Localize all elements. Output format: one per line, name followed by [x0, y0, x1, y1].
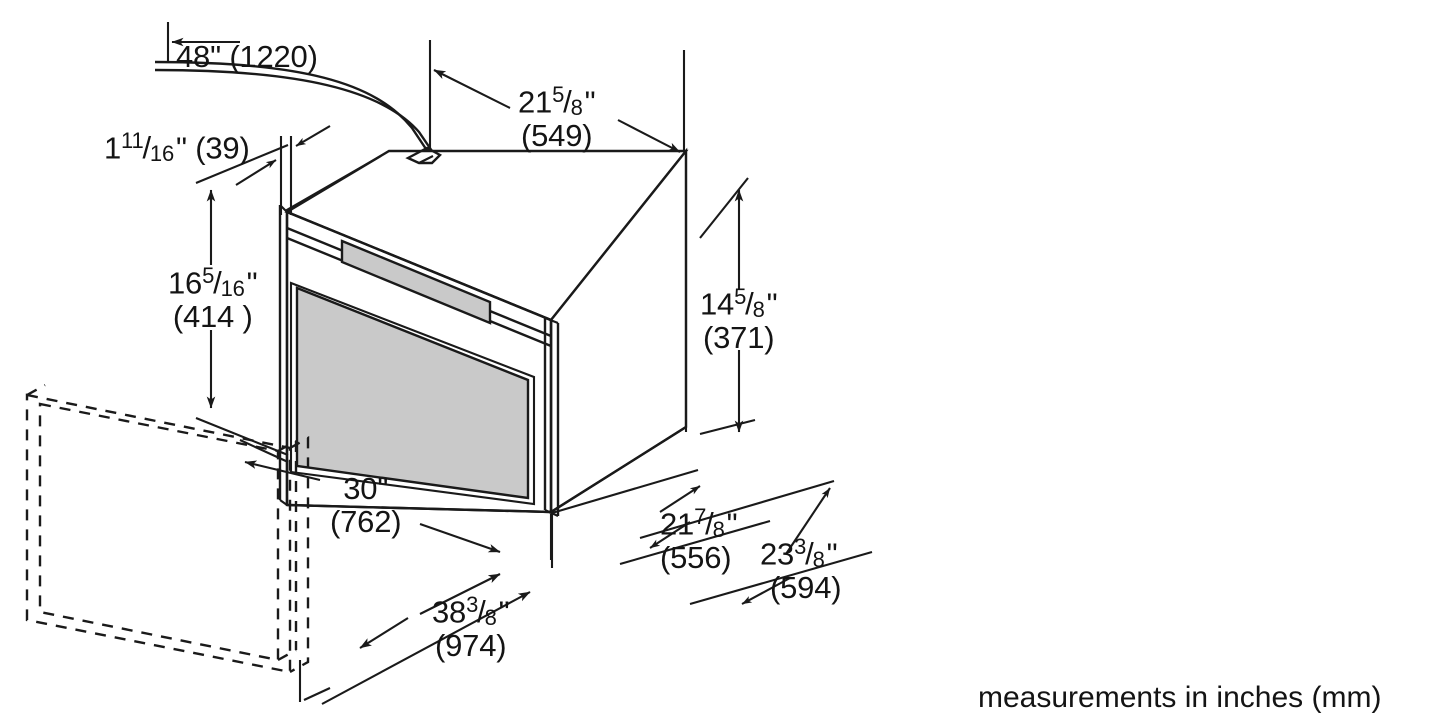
dim-body-side-height — [684, 150, 756, 436]
dim-cord-length — [166, 22, 240, 62]
label-power-cord-length: 48" (1220) — [176, 39, 318, 74]
dim-body-depth — [551, 468, 771, 566]
power-cord — [154, 60, 435, 155]
label-overall-depth: 233/8" (594) — [760, 534, 842, 605]
oven-body — [278, 146, 689, 517]
dim-front-trim-depth — [235, 125, 331, 215]
dim-door-front-height — [195, 144, 289, 456]
label-body-side-height: 145/8" (371) — [700, 284, 778, 355]
label-cabinet-depth: 215/8" (549) — [518, 82, 596, 153]
label-body-depth: 217/8" (556) — [660, 504, 738, 575]
dim-cabinet-depth — [428, 40, 686, 153]
units-caption: measurements in inches (mm) — [978, 681, 1382, 714]
label-door-front-height: 165/16" (414 ) — [168, 263, 258, 334]
label-front-trim-depth: 111/16" (39) — [104, 128, 250, 167]
label-front-width: 30" (762) — [330, 471, 402, 540]
dim-door-open-projection — [298, 514, 554, 705]
open-door-phantom-outline — [25, 383, 310, 674]
dim-overall-depth — [639, 479, 873, 606]
label-door-open-projection: 383/8" (974) — [432, 592, 510, 663]
